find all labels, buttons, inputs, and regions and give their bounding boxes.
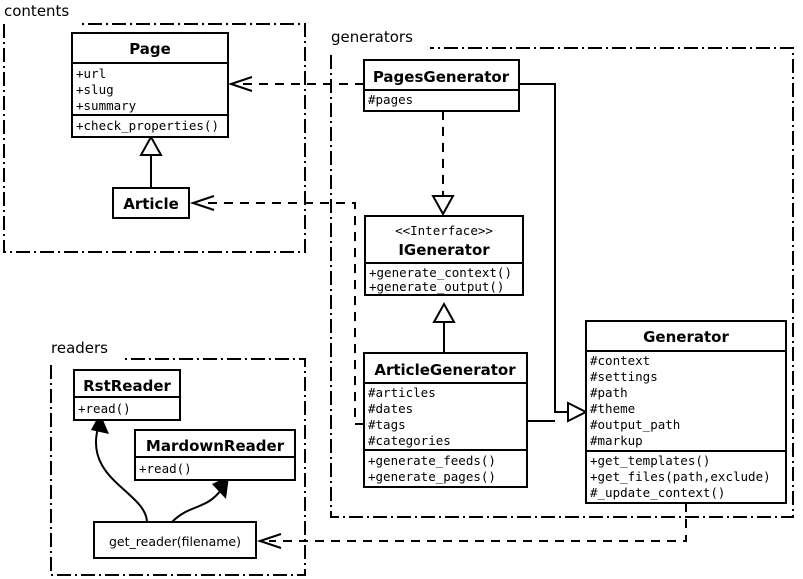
dependency-arrowhead	[189, 195, 215, 211]
class-box-generator[interactable]: Generator #context #settings #path #them…	[585, 320, 787, 504]
function-get-reader-frame	[93, 521, 257, 559]
class-generator-operation: +get_templates()	[590, 453, 710, 468]
class-generator-title: Generator	[643, 328, 729, 346]
edge-get-reader-returns-mardownreader	[171, 476, 229, 523]
dependency-arrowhead	[256, 533, 282, 549]
edge-line	[202, 202, 364, 425]
generalization-arrowhead	[432, 301, 456, 323]
class-article-frame	[112, 187, 190, 219]
class-page-operation: +check_properties()	[76, 118, 219, 133]
package-readers: readers	[50, 339, 306, 576]
class-page-attribute: +slug	[76, 82, 114, 97]
class-page-attribute: +url	[76, 66, 106, 81]
realization-arrowhead	[431, 195, 455, 217]
class-igenerator-operation: +generate_output()	[369, 279, 504, 294]
class-igenerator-title: IGenerator	[398, 241, 490, 259]
edge-line	[519, 83, 568, 413]
class-articlegenerator-attribute: #articles	[368, 385, 436, 400]
class-generator-attribute: #path	[590, 385, 628, 400]
generalization-arrowhead	[567, 401, 589, 423]
class-generator-operation: +get_files(path,exclude)	[590, 469, 771, 484]
edge-line	[95, 427, 148, 523]
class-mardownreader-title: MardownReader	[146, 437, 285, 455]
edge-pagesgenerator-inherits-generator	[519, 83, 568, 413]
class-igenerator-frame	[364, 215, 524, 296]
function-box-get-reader[interactable]: get_reader(filename)	[93, 521, 257, 559]
class-pagesgenerator-attribute: #pages	[368, 92, 413, 107]
class-articlegenerator-operation: +generate_pages()	[368, 469, 496, 484]
function-get-reader-label: get_reader(filename)	[109, 534, 241, 549]
class-box-articlegenerator[interactable]: ArticleGenerator #articles #dates #tags …	[363, 352, 528, 488]
class-rstreader-operation: +read()	[78, 401, 131, 416]
package-readers-label: readers	[51, 339, 108, 357]
arrowhead	[212, 476, 229, 499]
class-generator-attribute: #output_path	[590, 417, 680, 432]
class-articlegenerator-attribute: #dates	[368, 401, 413, 416]
class-pagesgenerator-frame	[363, 59, 520, 112]
class-box-rstreader[interactable]: RstReader +read()	[73, 369, 181, 421]
class-generator-attribute: #theme	[590, 401, 635, 416]
class-page-title: Page	[129, 40, 171, 58]
edge-articlegenerator-inherits-generator	[527, 401, 589, 423]
class-generator-attribute: #markup	[590, 433, 643, 448]
class-rstreader-frame	[73, 369, 181, 421]
class-rstreader-title: RstReader	[83, 377, 171, 395]
class-articlegenerator-attribute: #categories	[368, 433, 451, 448]
class-mardownreader-frame	[134, 429, 296, 481]
edge-line	[269, 503, 687, 542]
class-generator-attribute: #context	[590, 353, 650, 368]
edge-articlegenerator-inherits-igenerator	[432, 301, 456, 353]
package-generators: generators	[330, 28, 794, 518]
class-generator-operation: #_update_context()	[590, 485, 725, 500]
edge-articlegenerator-uses-article	[189, 195, 364, 425]
class-article-title: Article	[123, 195, 179, 213]
package-readers-border	[50, 358, 306, 576]
package-generators-border	[330, 47, 794, 518]
class-articlegenerator-frame	[363, 352, 528, 488]
class-igenerator-stereotype: <<Interface>>	[395, 223, 493, 238]
package-contents: contents	[3, 2, 306, 253]
edge-article-inherits-page	[139, 134, 163, 188]
class-box-page[interactable]: Page +url +slug +summary +check_properti…	[71, 32, 229, 138]
class-pagesgenerator-title: PagesGenerator	[373, 68, 510, 86]
package-contents-label: contents	[4, 2, 69, 20]
package-contents-border	[3, 23, 306, 253]
edge-pagesgenerator-realizes-igenerator	[431, 111, 455, 217]
class-articlegenerator-attribute: #tags	[368, 417, 406, 432]
class-igenerator-operation: +generate_context()	[369, 265, 512, 280]
package-generators-label: generators	[331, 28, 413, 46]
class-articlegenerator-operation: +generate_feeds()	[368, 453, 496, 468]
class-box-igenerator[interactable]: <<Interface>> IGenerator +generate_conte…	[364, 215, 524, 296]
edge-line	[171, 489, 222, 523]
class-box-mardownreader[interactable]: MardownReader +read()	[134, 429, 296, 481]
dependency-arrowhead	[227, 76, 253, 92]
class-articlegenerator-title: ArticleGenerator	[374, 361, 516, 379]
class-box-article[interactable]: Article	[112, 187, 190, 219]
edge-get-reader-returns-rstreader	[91, 413, 148, 523]
class-page-frame	[71, 32, 229, 138]
class-mardownreader-operation: +read()	[139, 461, 192, 476]
class-generator-attribute: #settings	[590, 369, 658, 384]
class-page-attribute: +summary	[76, 98, 137, 113]
edge-generator-uses-get-reader	[256, 503, 687, 549]
edge-pagesgenerator-uses-page	[227, 76, 364, 92]
generalization-arrowhead	[139, 134, 163, 156]
arrowhead	[91, 413, 109, 434]
class-box-pagesgenerator[interactable]: PagesGenerator #pages	[363, 59, 520, 112]
